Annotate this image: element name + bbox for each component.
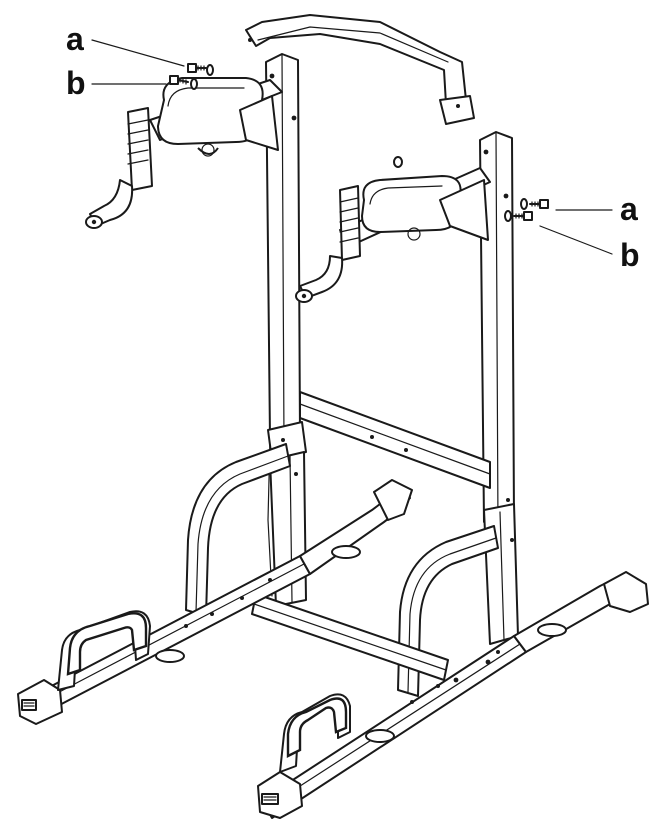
left-arch-support [185, 443, 291, 617]
bolt-icon [529, 199, 549, 209]
left-base [17, 479, 413, 725]
washer-icon [520, 198, 528, 210]
left-dip-arm [85, 77, 283, 229]
callout-label-a-left: a [66, 21, 84, 57]
washer-icon [190, 78, 198, 90]
callout-leaders [91, 39, 613, 255]
callout-label-b-left: b [66, 65, 86, 101]
lower-crossbar [251, 593, 449, 681]
callout-label-b-right: b [620, 237, 640, 273]
right-arch-support [397, 525, 499, 697]
washer-icon [504, 210, 512, 222]
bolt-icon [513, 211, 533, 221]
washer-icon [206, 64, 214, 76]
bolt-icon [187, 63, 207, 73]
bolt-icon [169, 75, 189, 85]
top-crossbar [245, 14, 475, 125]
leader-line-b-right [539, 225, 613, 255]
right-base-grip [279, 693, 351, 773]
hardware-left [169, 63, 214, 90]
hardware-right [393, 156, 549, 222]
right-base [257, 571, 649, 819]
middle-crossbar [299, 391, 491, 489]
callout-label-a-right: a [620, 191, 638, 227]
right-dip-arm [295, 167, 491, 303]
left-base-grip [57, 610, 151, 691]
washer-icon [393, 156, 403, 168]
left-upright [265, 53, 307, 607]
leader-line-a-left [91, 39, 185, 67]
